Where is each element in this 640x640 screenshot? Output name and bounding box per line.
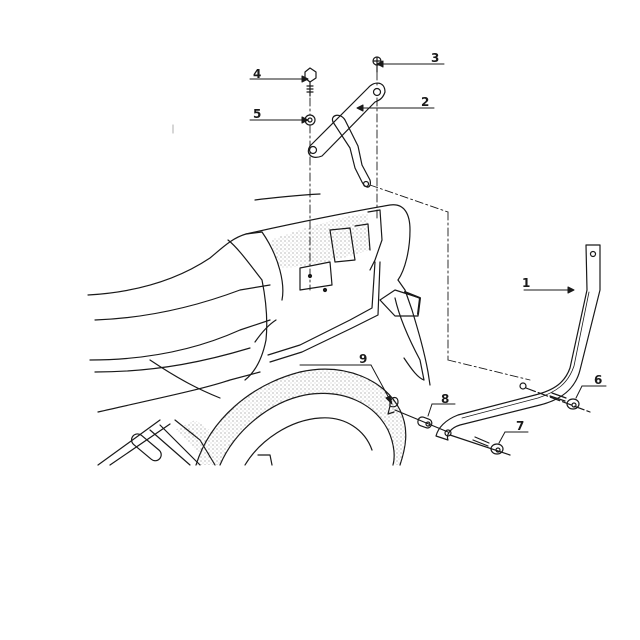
callout-5: 5 bbox=[253, 107, 262, 121]
turn-signal bbox=[379, 289, 421, 317]
footpeg-bracket bbox=[97, 419, 216, 466]
clip-nut-9 bbox=[387, 396, 399, 415]
spacer-8 bbox=[394, 409, 449, 433]
bolt-6 bbox=[525, 387, 591, 413]
callout-8: 8 bbox=[441, 392, 450, 406]
callout-3: 3 bbox=[431, 51, 440, 65]
bike-subframe bbox=[267, 261, 381, 363]
rear-tail-cowl bbox=[329, 209, 431, 386]
callout-4: 4 bbox=[253, 67, 262, 81]
screw-3 bbox=[372, 56, 382, 73]
rear-wheel bbox=[195, 368, 407, 466]
callout-6: 6 bbox=[594, 373, 603, 387]
motorcycle-seat bbox=[87, 193, 411, 413]
callout-2: 2 bbox=[421, 95, 430, 109]
callout-1: 1 bbox=[522, 276, 531, 290]
assembly-centerlines bbox=[309, 71, 531, 381]
bolt-4 bbox=[304, 67, 317, 97]
side-carrier-frame bbox=[435, 244, 601, 441]
bolt-7 bbox=[449, 434, 511, 456]
callout-9: 9 bbox=[359, 352, 368, 366]
callout-7: 7 bbox=[516, 419, 525, 433]
upper-mounting-bracket bbox=[307, 82, 386, 188]
seat-texture bbox=[270, 214, 370, 268]
leader-lines bbox=[249, 60, 607, 444]
